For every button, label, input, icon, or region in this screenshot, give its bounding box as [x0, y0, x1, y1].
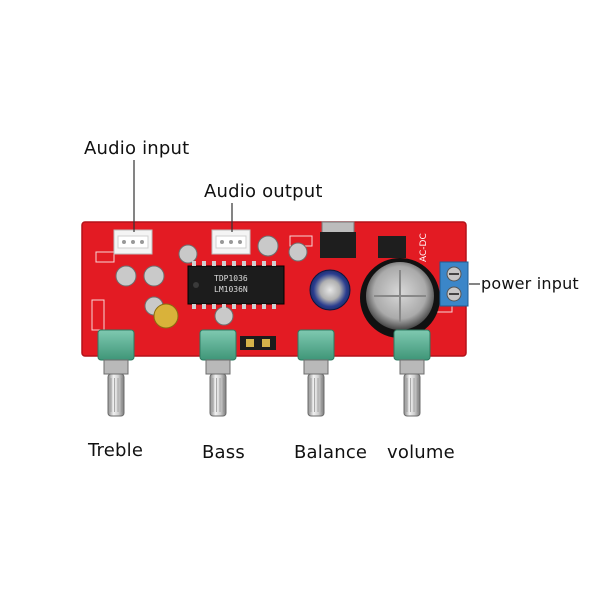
- volume-pot[interactable]: [393, 329, 431, 417]
- chip-marking-top: TDP1036: [214, 274, 248, 283]
- volume-label: volume: [387, 442, 455, 463]
- big-capacitor: [360, 258, 440, 338]
- balance-pot[interactable]: [297, 329, 335, 417]
- chip-marking: LM1036N: [214, 285, 248, 294]
- voltage-regulator: [320, 221, 406, 258]
- power-input-label: power input: [481, 274, 579, 293]
- audio-output-connector: [211, 229, 251, 255]
- bass-label: Bass: [202, 442, 245, 463]
- audio-output-label: Audio output: [204, 181, 323, 202]
- balance-label: Balance: [294, 442, 368, 463]
- potentiometers: [97, 329, 431, 417]
- treble-pot[interactable]: [97, 329, 135, 417]
- treble-label: Treble: [88, 440, 144, 461]
- leader-lines: [133, 160, 480, 285]
- bass-pot[interactable]: [199, 329, 237, 417]
- jumper: [240, 336, 276, 350]
- power-marking: AC-DC: [419, 233, 429, 262]
- audio-input-label: Audio input: [84, 138, 190, 159]
- audio-input-connector: [113, 229, 153, 255]
- power-terminal-block: [439, 261, 469, 307]
- blue-capacitor: [309, 269, 351, 311]
- small-capacitors: [115, 235, 308, 329]
- ic-chip: TDP1036 LM1036N: [187, 261, 285, 309]
